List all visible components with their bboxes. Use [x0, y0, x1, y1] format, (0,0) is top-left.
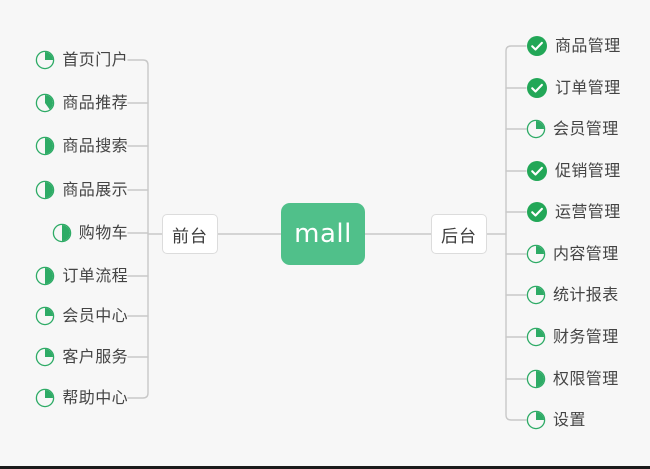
leaf-item-frontend-0[interactable]: 首页门户	[35, 47, 128, 73]
leaf-item-backend-8[interactable]: 权限管理	[526, 366, 619, 392]
leaf-item-backend-4[interactable]: 运营管理	[526, 199, 621, 225]
leaf-item-label: 商品推荐	[62, 93, 128, 112]
pie-progress-icon	[35, 136, 55, 156]
check-circle-icon	[526, 35, 548, 57]
leaf-item-backend-3[interactable]: 促销管理	[526, 158, 621, 184]
pie-progress-icon	[526, 369, 546, 389]
leaf-item-backend-1[interactable]: 订单管理	[526, 75, 621, 101]
leaf-item-label: 会员管理	[553, 119, 619, 138]
leaf-item-frontend-2[interactable]: 商品搜索	[35, 133, 128, 159]
root-node-mall[interactable]: mall	[281, 203, 365, 265]
pie-progress-icon	[35, 347, 55, 367]
leaf-item-frontend-3[interactable]: 商品展示	[35, 177, 128, 203]
pie-progress-icon	[35, 180, 55, 200]
pie-progress-icon	[526, 244, 546, 264]
leaf-item-label: 财务管理	[553, 327, 619, 346]
leaf-item-label: 内容管理	[553, 244, 619, 263]
pie-progress-icon	[35, 50, 55, 70]
branch-node-frontend[interactable]: 前台	[162, 214, 218, 254]
leaf-item-label: 订单流程	[62, 266, 128, 285]
leaf-item-frontend-5[interactable]: 订单流程	[35, 263, 128, 289]
leaf-item-frontend-6[interactable]: 会员中心	[35, 303, 128, 329]
leaf-item-label: 商品展示	[62, 180, 128, 199]
pie-progress-icon	[52, 223, 72, 243]
pie-progress-icon	[35, 93, 55, 113]
leaf-item-label: 订单管理	[555, 78, 621, 97]
leaf-item-frontend-1[interactable]: 商品推荐	[35, 90, 128, 116]
branch-node-backend-label: 后台	[441, 226, 477, 247]
leaf-item-label: 商品管理	[555, 36, 621, 55]
leaf-item-label: 设置	[553, 410, 586, 429]
leaf-item-backend-6[interactable]: 统计报表	[526, 282, 619, 308]
leaf-item-label: 客户服务	[62, 347, 128, 366]
leaf-item-label: 帮助中心	[62, 388, 128, 407]
leaf-item-label: 首页门户	[62, 50, 128, 69]
pie-progress-icon	[35, 388, 55, 408]
leaf-item-label: 商品搜索	[62, 136, 128, 155]
branch-node-frontend-label: 前台	[172, 226, 208, 247]
branch-node-backend[interactable]: 后台	[431, 214, 487, 254]
leaf-item-label: 会员中心	[62, 306, 128, 325]
pie-progress-icon	[35, 306, 55, 326]
pie-progress-icon	[526, 285, 546, 305]
root-node-label: mall	[294, 219, 352, 249]
pie-progress-icon	[526, 410, 546, 430]
leaf-item-frontend-4[interactable]: 购物车	[52, 220, 128, 246]
leaf-item-label: 运营管理	[555, 202, 621, 221]
leaf-item-backend-2[interactable]: 会员管理	[526, 116, 619, 142]
leaf-item-frontend-8[interactable]: 帮助中心	[35, 385, 128, 411]
pie-progress-icon	[526, 119, 546, 139]
check-circle-icon	[526, 77, 548, 99]
leaf-item-frontend-7[interactable]: 客户服务	[35, 344, 128, 370]
check-circle-icon	[526, 160, 548, 182]
leaf-item-backend-0[interactable]: 商品管理	[526, 33, 621, 59]
leaf-item-backend-7[interactable]: 财务管理	[526, 324, 619, 350]
pie-progress-icon	[526, 327, 546, 347]
leaf-item-backend-9[interactable]: 设置	[526, 407, 586, 433]
pie-progress-icon	[35, 266, 55, 286]
leaf-item-label: 权限管理	[553, 369, 619, 388]
check-circle-icon	[526, 201, 548, 223]
leaf-item-backend-5[interactable]: 内容管理	[526, 241, 619, 267]
leaf-item-label: 统计报表	[553, 285, 619, 304]
leaf-item-label: 促销管理	[555, 161, 621, 180]
leaf-item-label: 购物车	[78, 223, 128, 242]
